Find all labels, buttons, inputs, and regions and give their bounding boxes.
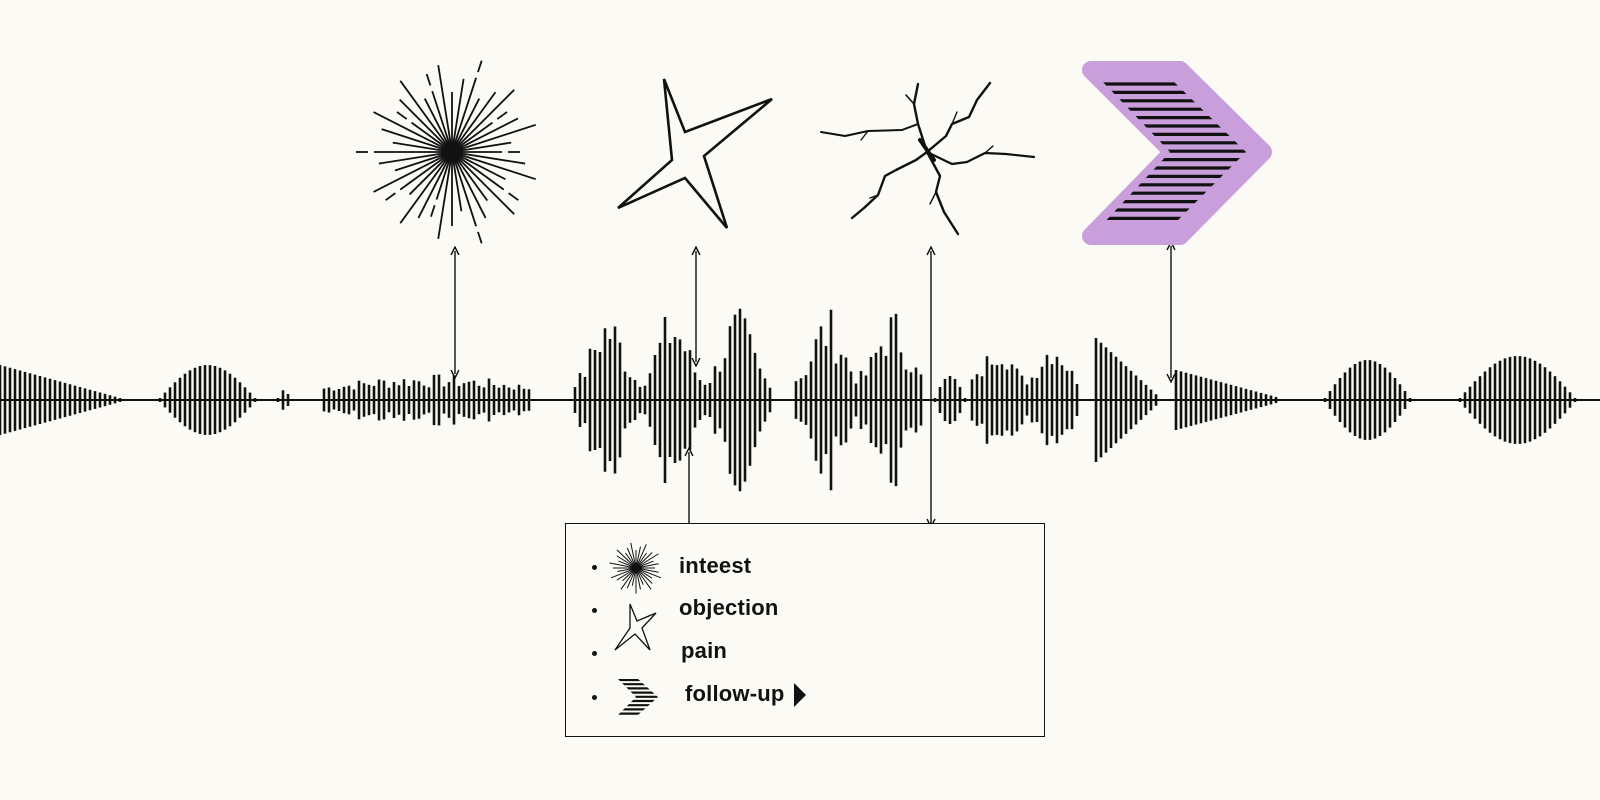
legend-label-objection: objection <box>679 595 779 620</box>
starburst-ray <box>454 121 493 151</box>
starburst-ray <box>452 77 477 149</box>
legend-label-pain: pain <box>681 638 728 663</box>
chevron-hatched-icon <box>1082 61 1272 245</box>
starburst-ray <box>399 99 450 150</box>
audio-waveform <box>0 308 1600 492</box>
starburst-ray <box>396 111 408 120</box>
legend-bullet <box>592 651 597 656</box>
starburst-ray <box>451 78 465 149</box>
starburst-ray <box>609 562 637 569</box>
starburst-ray <box>635 553 659 569</box>
starburst-ray <box>455 153 506 181</box>
starburst-ray <box>453 98 481 149</box>
starburst-ray <box>477 231 483 244</box>
starburst-ray <box>381 128 449 152</box>
starburst-ray <box>453 91 497 150</box>
starburst-ray <box>437 64 453 149</box>
starburst-ray <box>385 192 396 201</box>
starburst-ray <box>455 151 526 165</box>
starburst-ray <box>453 155 487 219</box>
legend-label-interest: inteest <box>679 553 752 578</box>
legend-bullet <box>592 695 597 700</box>
legend-box: inteest objection pain follow-up <box>565 523 1045 737</box>
starburst-ray <box>635 567 652 590</box>
starburst-ray <box>635 544 647 569</box>
starburst-ray <box>373 111 449 151</box>
starburst-ray <box>399 153 450 191</box>
starburst-icon <box>609 542 662 594</box>
four-point-star-icon <box>617 78 773 229</box>
starburst-ray <box>616 549 637 569</box>
starburst-ray <box>630 542 637 569</box>
follow-up-text: follow-up <box>685 681 785 706</box>
crack-icon <box>820 81 1036 236</box>
starburst-ray <box>373 153 449 193</box>
starburst-ray <box>437 155 453 240</box>
starburst-ray <box>496 111 508 120</box>
starburst-core <box>445 145 459 159</box>
starburst-ray <box>477 60 483 73</box>
starburst-ray <box>430 204 436 217</box>
starburst-ray <box>455 117 519 151</box>
starburst-ray <box>455 141 512 153</box>
starburst-ray <box>455 152 536 181</box>
starburst-ray <box>453 154 488 202</box>
starburst-ray <box>635 567 662 579</box>
connector-arrows <box>455 246 1171 523</box>
starburst-ray <box>423 98 451 149</box>
starburst-ray <box>451 155 463 212</box>
four-point-star-icon <box>614 603 657 651</box>
starburst-ray <box>454 154 515 215</box>
starburst-ray <box>610 567 637 579</box>
starburst-ray <box>394 152 449 172</box>
starburst-ray <box>454 89 515 150</box>
starburst-ray <box>435 155 452 200</box>
starburst-ray <box>620 567 637 590</box>
legend-bullet <box>592 565 597 570</box>
starburst-ray <box>455 123 536 152</box>
play-triangle-icon <box>793 683 806 708</box>
starburst-ray <box>425 73 432 86</box>
chevron-hatched-icon <box>618 679 658 715</box>
starburst-ray <box>399 80 451 150</box>
starburst-ray <box>508 192 519 201</box>
starburst-ray <box>411 121 450 151</box>
starburst-ray <box>417 155 451 219</box>
starburst-ray <box>408 154 450 196</box>
legend-label-follow-up: follow-up <box>685 681 807 708</box>
starburst-core <box>632 564 640 572</box>
starburst-ray <box>399 154 451 224</box>
waveform-bars <box>0 308 1577 492</box>
starburst-ray <box>378 151 449 165</box>
starburst-ray <box>452 155 477 227</box>
starburst-ray <box>392 141 449 153</box>
starburst-ray <box>431 90 452 149</box>
legend-bullet <box>592 608 597 613</box>
starburst-ray <box>454 153 505 191</box>
starburst-icon <box>356 60 536 244</box>
